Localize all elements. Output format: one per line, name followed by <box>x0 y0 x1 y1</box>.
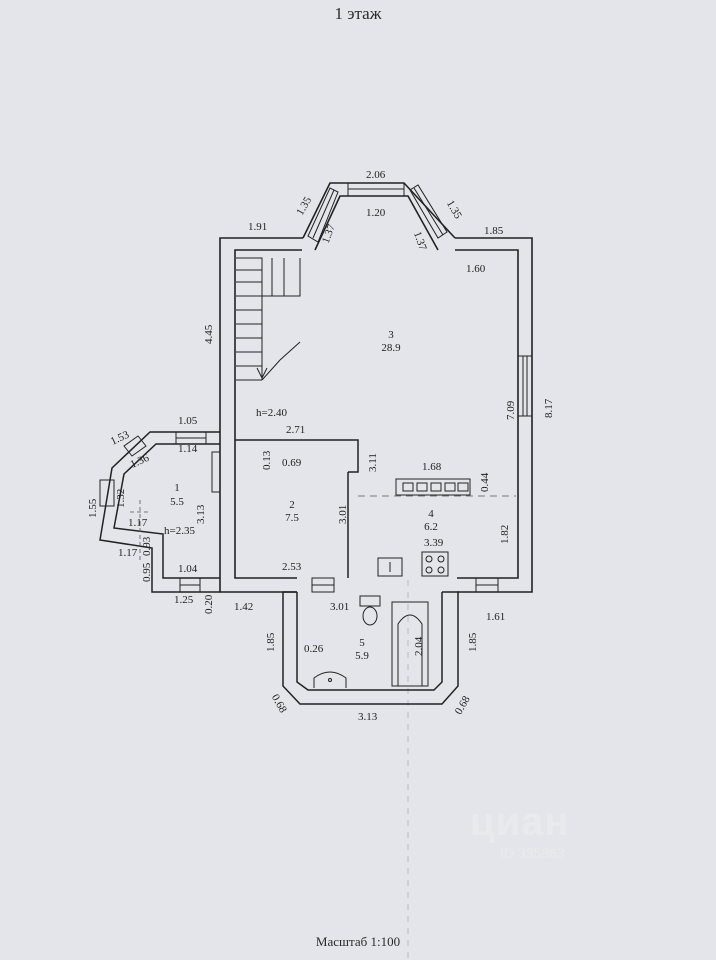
dim-kitchen-right: 1.82 <box>499 525 511 544</box>
dim-bath-inner: 0.26 <box>304 643 324 655</box>
dim-right-inner-top: 1.60 <box>466 263 486 275</box>
dim-top-right: 1.85 <box>484 225 504 237</box>
dim-left-height: 4.45 <box>203 324 215 344</box>
window-annex-bay <box>123 435 147 457</box>
dim-bay-left-inner: 1.37 <box>320 222 338 245</box>
room-1-number: 1 <box>174 482 180 494</box>
dim-annex-left-outer: 1.55 <box>87 498 99 518</box>
bathroom-walls <box>282 591 459 705</box>
dim-bath-right-top: 1.61 <box>486 611 505 623</box>
room-labels: 3 28.9 2 7.5 1 5.5 4 6.2 5 5.9 <box>170 329 438 662</box>
dim-bath-left: 1.85 <box>265 632 277 652</box>
toilet <box>359 595 381 626</box>
dim-annex-b3: 0.93 <box>141 536 153 556</box>
room-3-number: 3 <box>388 329 394 341</box>
main-walls <box>219 182 533 593</box>
dim-annex-top: 1.05 <box>178 415 198 427</box>
floor-title: 1 этаж <box>334 4 382 23</box>
bottom-windows <box>311 577 499 593</box>
room2-top-wall <box>235 439 359 473</box>
dim-annex-bay-outer: 1.53 <box>109 429 132 448</box>
watermark-logo: циан <box>470 800 570 844</box>
annex-door <box>211 451 221 493</box>
dim-bath-right: 1.85 <box>467 632 479 652</box>
dim-right-outer: 8.17 <box>543 398 555 418</box>
dim-top-inner: 1.20 <box>366 207 386 219</box>
bathtub <box>391 601 429 687</box>
dim-top-outer: 2.06 <box>366 169 386 181</box>
kitchen-sink <box>377 557 403 577</box>
dim-right-inner: 7.09 <box>505 400 517 420</box>
dim-room2-corner: 0.13 <box>261 450 273 470</box>
room-5-area: 5.9 <box>355 650 369 662</box>
dim-bay-right-outer: 1.35 <box>444 198 464 221</box>
dim-annex-top-inner: 1.14 <box>178 443 198 455</box>
dim-annex-left-inner: 1.32 <box>115 489 127 508</box>
dim-bay-right-inner: 1.37 <box>411 230 429 253</box>
annex-outer <box>99 431 220 593</box>
dim-bath-chamfer-right: 0.68 <box>453 694 473 717</box>
dim-annex-b4: 0.95 <box>141 562 153 582</box>
bay-windows <box>307 182 448 243</box>
annex-walls <box>99 431 220 593</box>
bathroom-outer <box>282 591 459 705</box>
dim-bath-chamfer-left: 0.68 <box>269 692 289 715</box>
room-2-area: 7.5 <box>285 512 299 524</box>
dim-bath-left-top: 1.42 <box>234 601 253 613</box>
dim-kitchen-width: 1.68 <box>422 461 442 473</box>
room-4-area: 6.2 <box>424 521 438 533</box>
dim-bath-bottom: 3.13 <box>358 711 378 723</box>
dim-room2-right: 3.01 <box>337 505 349 524</box>
window-bay-left <box>307 187 339 243</box>
kitchen-counter <box>395 478 471 496</box>
outer-wall-right <box>455 237 533 593</box>
washbasin <box>313 671 347 688</box>
room-4-number: 4 <box>428 508 434 520</box>
dim-annex-b6: 1.25 <box>174 594 194 606</box>
watermark: циан ID 335863 <box>470 800 670 870</box>
dim-annex-b2: 1.17 <box>118 547 138 559</box>
dim-room2-top: 0.69 <box>282 457 302 469</box>
room-3-area: 28.9 <box>381 342 401 354</box>
dim-kitchen-counter: 0.44 <box>479 472 491 492</box>
dim-annex-b1: 1.17 <box>128 517 148 529</box>
room2-walls <box>235 439 359 578</box>
dim-annex-height: 3.13 <box>195 504 207 524</box>
room-1-area: 5.5 <box>170 496 184 508</box>
watermark-code: ID 335863 <box>500 845 565 861</box>
room-2-number: 2 <box>289 499 295 511</box>
window-annex-left <box>99 479 115 507</box>
scale-label: Масштаб 1:100 <box>315 934 401 949</box>
window-bay-top <box>347 182 405 197</box>
staircase <box>236 257 301 381</box>
dim-annex-b5: 1.04 <box>178 563 198 575</box>
dim-top-left: 1.91 <box>248 221 267 233</box>
dim-annex-b7: 0.20 <box>203 594 215 614</box>
dim-room2-right-top: 3.11 <box>367 453 379 472</box>
height-annex: h=2.35 <box>164 525 195 537</box>
height-main: h=2.40 <box>256 407 287 419</box>
annex-inner <box>113 443 220 579</box>
window-bay-right <box>409 184 448 239</box>
inner-wall-left <box>234 249 302 579</box>
dim-bay-left-outer: 1.35 <box>294 194 314 217</box>
dim-bath-top: 3.01 <box>330 601 349 613</box>
bathroom-inner <box>296 592 443 691</box>
dim-annex-bay-inner: 1.36 <box>128 452 151 471</box>
dim-bathtub: 2.04 <box>413 636 425 656</box>
stove <box>421 551 449 577</box>
annex-windows <box>99 431 221 593</box>
room-5-number: 5 <box>359 637 365 649</box>
window-right-wall <box>517 355 533 417</box>
dim-room3-bottom: 2.71 <box>286 424 305 436</box>
dimension-labels: 2.06 1.20 1.35 1.35 1.37 1.37 1.91 1.85 … <box>87 169 555 723</box>
height-labels: h=2.40 h=2.35 <box>164 407 287 537</box>
dim-kitchen-bottom: 3.39 <box>424 537 444 549</box>
dim-room2-bottom: 2.53 <box>282 561 302 573</box>
outer-wall-left <box>219 237 303 593</box>
